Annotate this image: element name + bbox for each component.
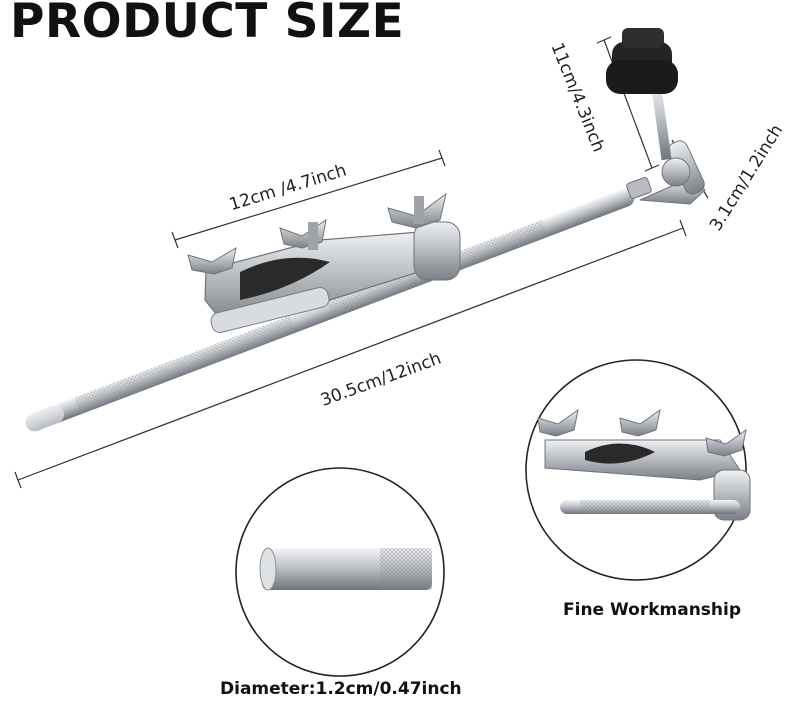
- page-title: PRODUCT SIZE: [10, 0, 405, 49]
- dimension-line-clamp: [171, 149, 446, 249]
- detail-circle-diameter: [235, 467, 445, 677]
- angle-joint: [626, 140, 706, 205]
- caption-workmanship: Fine Workmanship: [563, 600, 742, 620]
- caption-diameter: Diameter:1.2cm/0.47inch: [220, 679, 462, 699]
- cymbal-post: [606, 28, 678, 161]
- dimension-line-arm: [14, 219, 687, 489]
- detail-circle-workmanship: [525, 359, 751, 581]
- multi-clamp: [187, 192, 461, 334]
